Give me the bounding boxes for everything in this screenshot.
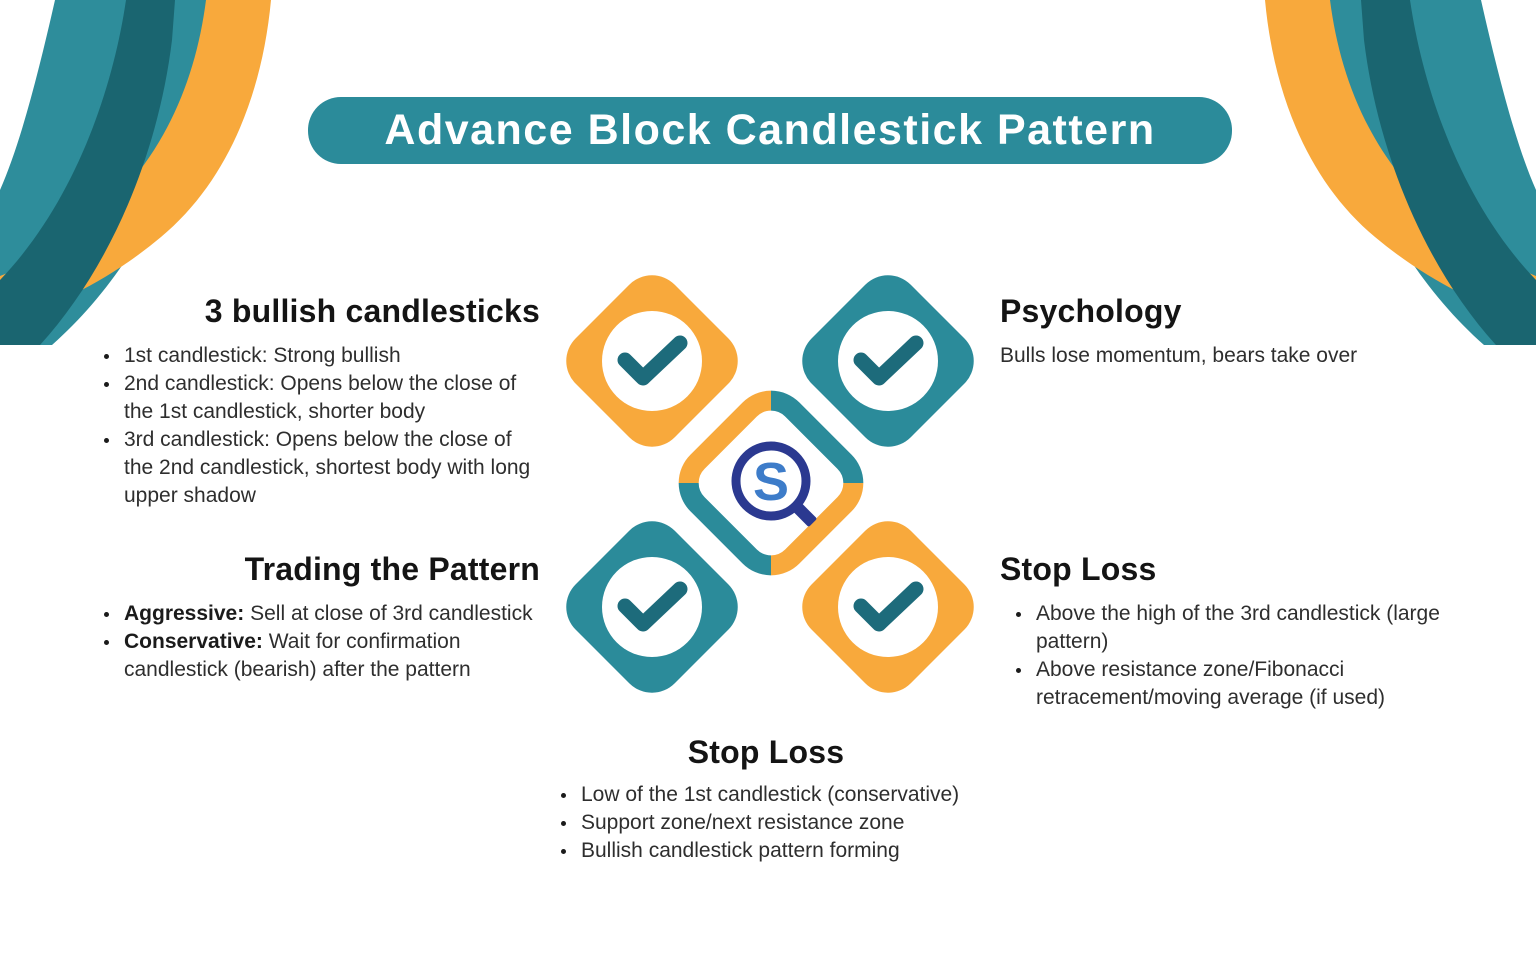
center-diamond-graphic: S <box>566 275 974 693</box>
list-item: 2nd candlestick: Opens below the close o… <box>121 370 540 426</box>
list-item: Low of the 1st candlestick (conservative… <box>578 781 992 809</box>
list-item: 1st candlestick: Strong bullish <box>121 342 540 370</box>
diamond-top-left <box>566 275 738 447</box>
bullet-text: Wait for confirmation candlestick (beari… <box>124 630 471 681</box>
page-title: Advance Block Candlestick Pattern <box>384 106 1156 154</box>
magnifier-handle <box>791 501 817 527</box>
section-heading: 3 bullish candlesticks <box>204 293 540 329</box>
checkmark-icon <box>853 581 924 632</box>
section-psychology: Psychology Bulls lose momentum, bears ta… <box>1000 292 1470 370</box>
corner-ribbons-left-icon <box>0 0 271 345</box>
bullet-label: Aggressive: <box>124 602 245 625</box>
bullet-list: Above the high of the 3rd candlestick (l… <box>1000 600 1480 712</box>
list-item: Above the high of the 3rd candlestick (l… <box>1033 600 1480 656</box>
section-stop-loss-right: Stop Loss Above the high of the 3rd cand… <box>1000 550 1480 712</box>
section-stop-loss-bottom: Stop Loss Low of the 1st candlestick (co… <box>540 733 992 865</box>
list-item: Conservative:Wait for confirmation candl… <box>121 628 540 684</box>
list-item: 3rd candlestick: Opens below the close o… <box>121 426 540 510</box>
section-heading: Trading the Pattern <box>244 551 540 587</box>
corner-ribbons-right-icon <box>1265 0 1536 345</box>
s-magnifier-logo-icon: S <box>731 441 817 527</box>
bullet-list: Low of the 1st candlestick (conservative… <box>540 781 992 865</box>
section-trading-the-pattern: Trading the Pattern Aggressive:Sell at c… <box>92 550 540 684</box>
bullet-label: Conservative: <box>124 630 263 653</box>
list-item: Bullish candlestick pattern forming <box>578 837 992 865</box>
center-ring <box>678 390 864 576</box>
bullet-text: Sell at close of 3rd candlestick <box>250 602 533 625</box>
section-heading: Psychology <box>1000 293 1182 329</box>
dark-teal-ribbon-shape <box>1361 0 1536 345</box>
bullet-list: Aggressive:Sell at close of 3rd candlest… <box>92 600 540 684</box>
diamond-top-right <box>802 275 974 447</box>
dark-teal-ribbon-shape <box>0 0 175 345</box>
diamond-bottom-right <box>802 521 974 693</box>
list-item: Support zone/next resistance zone <box>578 809 992 837</box>
psychology-text: Bulls lose momentum, bears take over <box>1000 344 1358 367</box>
logo-letter: S <box>753 452 789 512</box>
checkmark-icon <box>617 581 688 632</box>
section-heading: Stop Loss <box>1000 551 1157 587</box>
bullet-list: 1st candlestick: Strong bullish 2nd cand… <box>92 342 540 510</box>
title-banner: Advance Block Candlestick Pattern <box>308 97 1232 164</box>
diamond-bottom-left <box>566 521 738 693</box>
list-item: Aggressive:Sell at close of 3rd candlest… <box>121 600 540 628</box>
checkmark-icon <box>617 335 688 386</box>
list-item: Above resistance zone/Fibonacci retracem… <box>1033 656 1480 712</box>
section-bullish-candlesticks: 3 bullish candlesticks 1st candlestick: … <box>92 292 540 510</box>
section-heading: Stop Loss <box>687 734 845 770</box>
checkmark-icon <box>853 335 924 386</box>
